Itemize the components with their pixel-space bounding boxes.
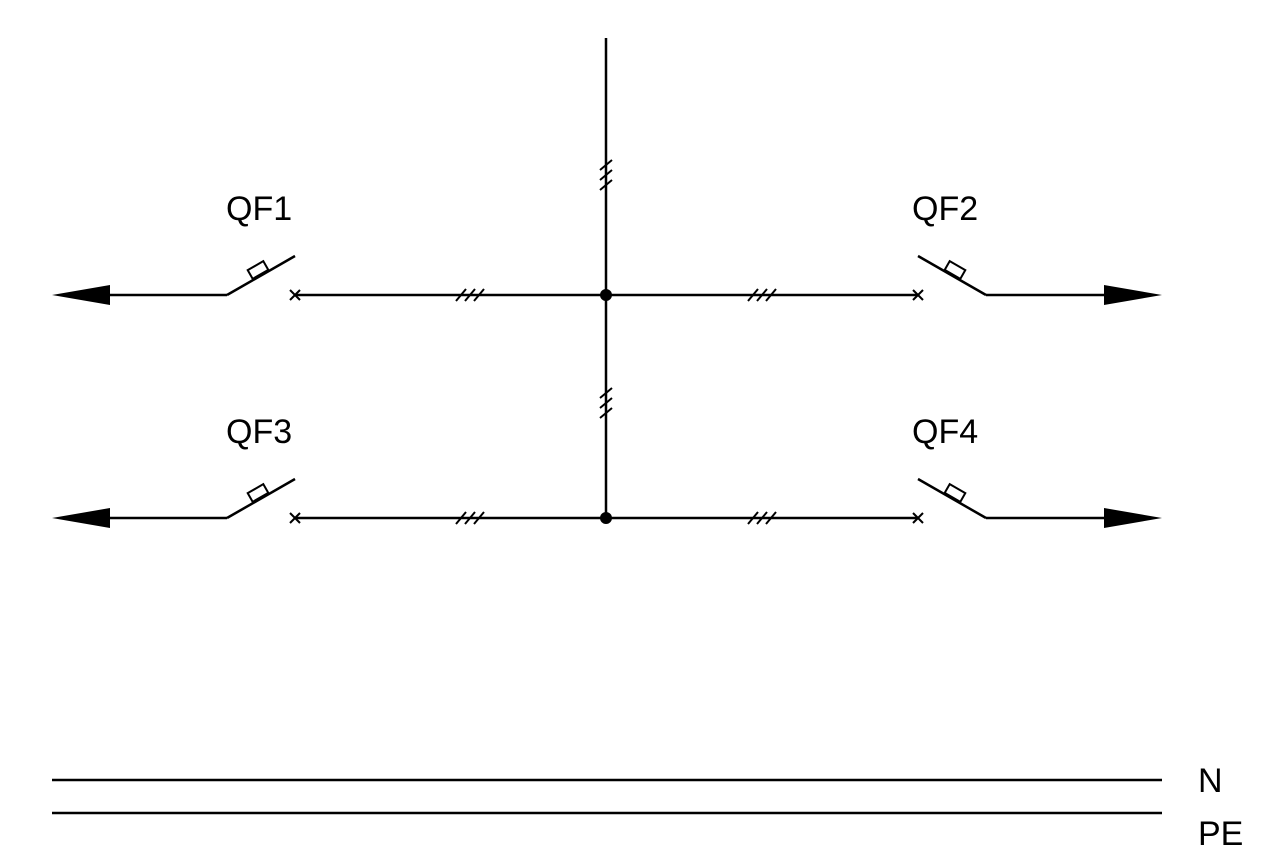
- breaker-qf3: [52, 477, 301, 528]
- breaker-qf2-outgoing-arrow: [1104, 285, 1162, 305]
- breaker-qf3-trip-element: [246, 482, 270, 504]
- conductor-marks-upper-right: [747, 288, 777, 302]
- breaker-qf1: [52, 254, 301, 305]
- breaker-qf3-blade: [226, 477, 296, 520]
- conductor-marks-lower-right: [747, 511, 777, 525]
- breaker-qf4: [912, 477, 1162, 528]
- breaker-label-qf2: QF2: [912, 190, 978, 228]
- conductor-marks-lower-left: [455, 511, 485, 525]
- breaker-qf1-terminal-cross: [289, 289, 301, 301]
- breaker-qf3-terminal-cross: [289, 512, 301, 524]
- breaker-qf2: [912, 254, 1162, 305]
- breaker-label-qf3: QF3: [226, 413, 292, 451]
- breaker-qf1-outgoing-arrow: [52, 285, 110, 305]
- breaker-qf4-blade: [917, 477, 987, 520]
- vertical-conductor-marks-lower: [599, 387, 613, 419]
- bus-label-pe: PE: [1198, 815, 1243, 853]
- breaker-qf3-outgoing-arrow: [52, 508, 110, 528]
- breaker-qf2-terminal-cross: [912, 289, 924, 301]
- breaker-label-qf1: QF1: [226, 190, 292, 228]
- breaker-qf4-terminal-cross: [912, 512, 924, 524]
- bus-label-n: N: [1198, 762, 1223, 800]
- breaker-qf4-outgoing-arrow: [1104, 508, 1162, 528]
- breaker-qf2-trip-element: [943, 259, 967, 281]
- conductor-marks-upper-left: [455, 288, 485, 302]
- breaker-qf2-blade: [917, 254, 987, 297]
- vertical-conductor-marks-upper: [599, 159, 613, 191]
- breaker-label-qf4: QF4: [912, 413, 978, 451]
- breaker-qf1-blade: [226, 254, 296, 297]
- breaker-qf4-trip-element: [943, 482, 967, 504]
- breaker-qf1-trip-element: [246, 259, 270, 281]
